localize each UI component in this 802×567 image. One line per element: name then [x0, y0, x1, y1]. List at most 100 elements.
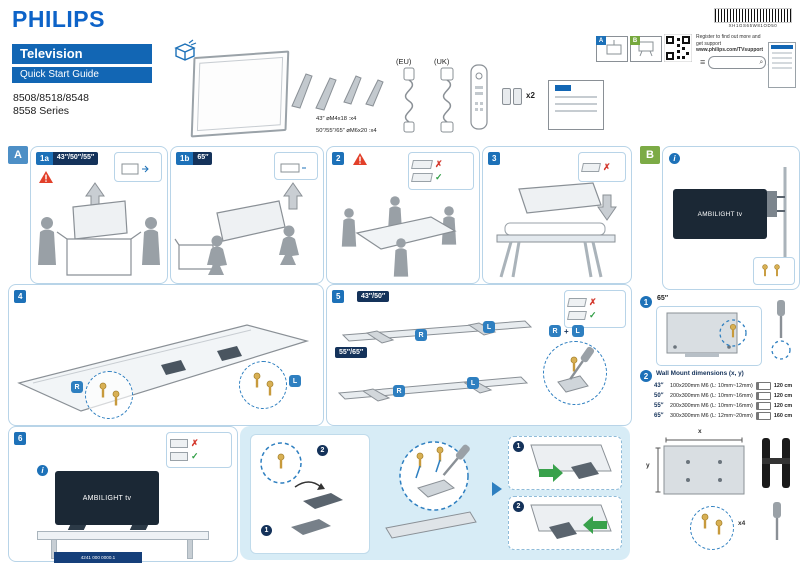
qr-code-icon: [664, 34, 692, 62]
step-4-number: 4: [14, 290, 27, 303]
wm-spec: 100x200mm M6 (L: 10mm~12mm): [670, 383, 753, 389]
cross-icon: ✗: [191, 438, 199, 448]
register-text: Register to find out more and get suppor…: [696, 34, 764, 54]
foot-screw-zoom: [543, 341, 607, 405]
menu-icon: ≡: [700, 57, 706, 67]
check-icon: ✓: [191, 451, 199, 461]
wall-tv-illustration: AMBILIGHT tv: [673, 189, 767, 239]
guide-title: Quick Start Guide: [12, 67, 152, 83]
box-flat-inset: [274, 152, 318, 180]
step-2-tag: 2: [332, 152, 345, 165]
screw-spec-large: 50″/55″/65″ ⌀M6x20 :x4: [316, 128, 377, 134]
wall-bracket-icon: [762, 438, 790, 488]
barcode: XH1GS65W81OD50: [714, 8, 792, 28]
attach-step-1-box: 1: [508, 436, 622, 490]
cross-icon: ✗: [589, 297, 597, 307]
wm-distance: 120 cm: [773, 403, 793, 409]
wall-distance-inset: ✗ ✓: [166, 432, 232, 468]
carry-right-wrong-inset: ✗ ✓: [408, 152, 474, 190]
power-cable-eu-icon: [403, 67, 415, 133]
distance-wrong-icon: [170, 439, 188, 448]
tv-foot-right: [129, 525, 149, 530]
wm-distance: 160 cm: [773, 413, 793, 419]
info-icon: i: [37, 465, 48, 476]
left-foot-label: L: [289, 375, 301, 387]
model-line-1: 8508/8518/8548: [13, 92, 89, 104]
register-line-1: Register to find out more and get suppor…: [696, 34, 761, 47]
foot-assembly-panel: 1 2 1 2: [240, 426, 630, 560]
model-numbers: 8508/8518/8548 8558 Series: [13, 92, 89, 118]
option-b-icon: B: [630, 36, 662, 62]
table-icon: [581, 162, 601, 172]
attach-step-1-badge: 1: [513, 441, 524, 452]
foot-screw-detail: [385, 441, 477, 539]
step-1a-tag: 1a 43″/50″/55″: [36, 152, 99, 165]
panel-wall-mount-overview: i AMBILIGHT tv: [662, 146, 800, 290]
batteries-icon: [502, 88, 524, 110]
plug-eu-label: (EU): [396, 57, 412, 66]
wall-mount-row: 65″ 300x300mm M6 (L: 12mm~20mm) 160 cm: [654, 411, 792, 421]
wm-distance: 120 cm: [773, 393, 793, 399]
wm-size: 50″: [654, 393, 664, 399]
panel-step-5: 5 43″/50″ 55″/65″ ✗ ✓ R L R L R + L: [326, 284, 632, 426]
left-foot-label: L: [483, 321, 495, 333]
document-page-icon: [768, 42, 796, 88]
tv-distance-icon: [755, 392, 771, 400]
step-1b-sizes: 65″: [193, 152, 213, 165]
tv-distance-icon: [755, 412, 771, 420]
distance-right-icon: [170, 452, 188, 461]
b-step-1-illustration-box: [656, 306, 762, 366]
right-foot-label: R: [415, 329, 427, 341]
screwdriver-icon: [773, 502, 781, 540]
panel-step-1a: 1a 43″/50″/55″: [30, 146, 168, 284]
wall-mount-row: 43″ 100x200mm M6 (L: 10mm~12mm) 120 cm: [654, 381, 792, 391]
step-3-number: 3: [488, 152, 501, 165]
foot-orientation-inset: ✗ ✓: [564, 290, 626, 328]
next-arrow-icon: [492, 482, 502, 496]
step-3-tag: 3: [488, 152, 501, 165]
section-b-badge: B: [640, 146, 660, 164]
mount-screw-zoom: [690, 506, 734, 550]
support-url: www.philips.com/TVsupport: [696, 47, 764, 53]
accessory-box-illustration: [548, 80, 604, 130]
x-dimension-label: x: [698, 428, 702, 435]
left-foot-label: L: [467, 377, 479, 389]
r-plus-l-label: R + L: [549, 325, 584, 337]
foot-wrong-icon: [567, 298, 587, 307]
b-step-1-size: 65″: [657, 295, 669, 302]
panel-step-2: 2 ✗ ✓: [326, 146, 480, 284]
search-bar-icon: ⌕: [708, 56, 767, 69]
step-2-number: 2: [332, 152, 345, 165]
right-letter: R: [549, 325, 561, 337]
step-1a-sizes: 43″/50″/55″: [52, 152, 99, 165]
assembly-step-1-badge: 1: [261, 525, 272, 536]
tv-distance-icon: [755, 382, 771, 390]
tv-back-remove-feet: [666, 312, 747, 357]
screw-count-label: x4: [738, 520, 746, 527]
step-6-tag: 6: [14, 432, 27, 445]
wm-spec: 200x300mm M6 (L: 10mm~16mm): [670, 403, 753, 409]
check-icon: ✓: [589, 310, 597, 320]
table-wrong-inset: ✗: [578, 152, 626, 182]
y-dimension-label: y: [646, 462, 650, 469]
panel-step-4: 4 R L: [8, 284, 324, 426]
wall-mount-table: 43″ 100x200mm M6 (L: 10mm~12mm) 120 cm 5…: [654, 381, 792, 421]
cross-icon: ✗: [435, 159, 443, 169]
tv-front-illustration: AMBILIGHT tv: [55, 471, 159, 525]
screw-zoom-left: [239, 361, 287, 409]
b-step-2-badge: 2: [640, 370, 652, 382]
power-cable-uk-icon: [440, 67, 454, 133]
section-a-badge: A: [8, 146, 28, 164]
b-step-1-badge: 1: [640, 296, 652, 308]
unbox-hint-inset: [114, 152, 162, 182]
tv-carry-wrong-icon: [411, 160, 433, 169]
table-leg: [187, 539, 193, 559]
warning-icon: [353, 153, 367, 165]
screw-zoom-right: [85, 371, 133, 419]
ambilight-logo: AMBILIGHT tv: [82, 494, 132, 502]
title-banner: Television Quick Start Guide: [12, 44, 152, 83]
attach-step-2-box: 2: [508, 496, 622, 550]
step-1b-tag: 1b 65″: [176, 152, 213, 165]
wm-spec: 200x300mm M6 (L: 10mm~16mm): [670, 393, 753, 399]
search-illustration: ≡ ⌕: [700, 56, 778, 69]
